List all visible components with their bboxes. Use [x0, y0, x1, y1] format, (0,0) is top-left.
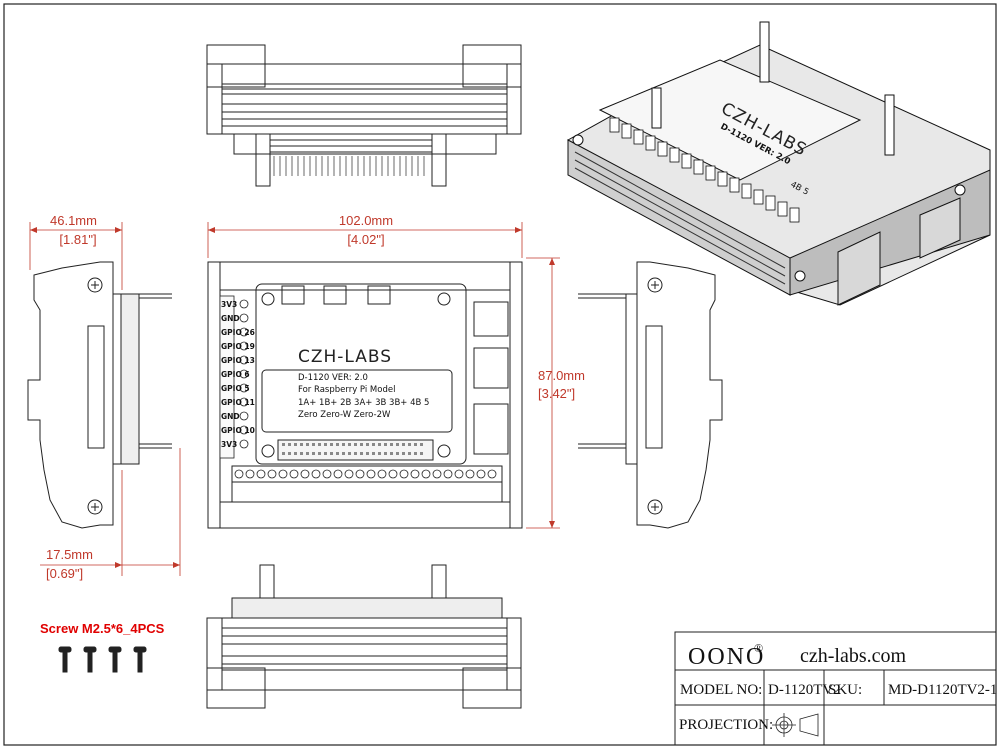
isometric-terminals — [609, 117, 800, 223]
left-label-10: GPIO 10 — [221, 426, 255, 435]
dimension-lines — [29, 222, 560, 576]
left-label-8: GPIO 11 — [221, 398, 255, 407]
dim-side-width-mm: 46.1mm — [50, 213, 97, 228]
screw-icons — [58, 646, 147, 673]
left-side-view — [27, 261, 172, 529]
top-view — [206, 44, 522, 187]
dim-offset-mm: 17.5mm — [46, 547, 93, 562]
left-label-11: 3V3 — [221, 440, 237, 449]
dim-height-in: [3.42"] — [538, 386, 575, 401]
board-zero: Zero Zero-W Zero-2W — [298, 410, 391, 420]
front-terminal-screws — [234, 469, 497, 479]
dim-offset-in: [0.69"] — [46, 566, 83, 581]
projection-symbol-icon — [772, 713, 819, 737]
bottom-view — [206, 564, 522, 709]
title-block — [674, 631, 997, 746]
title-registered: ® — [754, 641, 763, 655]
title-brand: OONO — [688, 644, 765, 670]
model-value: D-1120TV2 — [768, 682, 841, 698]
board-model: D-1120 VER: 2.0 — [298, 373, 368, 383]
left-label-4: GPIO 19 — [221, 342, 255, 351]
dim-top-width-in: [4.02"] — [347, 232, 384, 247]
board-brand: CZH-LABS — [298, 347, 392, 367]
left-label-7: GPIO 5 — [221, 384, 250, 393]
top-view-pins — [273, 156, 425, 176]
board-for: For Raspberry Pi Model — [298, 385, 395, 395]
left-label-6: GPIO 6 — [221, 370, 250, 379]
sku-label: SKU: — [828, 682, 862, 698]
screw-note: Screw M2.5*6_4PCS — [40, 621, 165, 636]
dim-side-width-in: [1.81"] — [59, 232, 96, 247]
right-side-view — [578, 261, 723, 529]
left-label-9: GND — [221, 412, 240, 421]
dim-top-width-mm: 102.0mm — [339, 213, 393, 228]
left-label-5: GPIO 13 — [221, 356, 255, 365]
title-website: czh-labs.com — [800, 645, 907, 667]
front-view — [207, 261, 523, 529]
front-left-terminals — [219, 295, 249, 459]
left-label-3: GPIO 26 — [221, 328, 255, 337]
sku-value: MD-D1120TV2-1 — [888, 682, 997, 698]
model-label: MODEL NO: — [680, 682, 762, 698]
board-models: 1A+ 1B+ 2B 3A+ 3B 3B+ 4B 5 — [298, 398, 429, 408]
projection-label: PROJECTION: — [679, 717, 773, 733]
front-header-pins — [282, 443, 423, 455]
dimension-arrows — [30, 227, 555, 568]
dim-height-mm: 87.0mm — [538, 368, 585, 383]
left-label-2: GND — [221, 314, 240, 323]
drawing-frame — [3, 3, 997, 746]
isometric-view — [567, 21, 991, 306]
left-label-1: 3V3 — [221, 300, 237, 309]
